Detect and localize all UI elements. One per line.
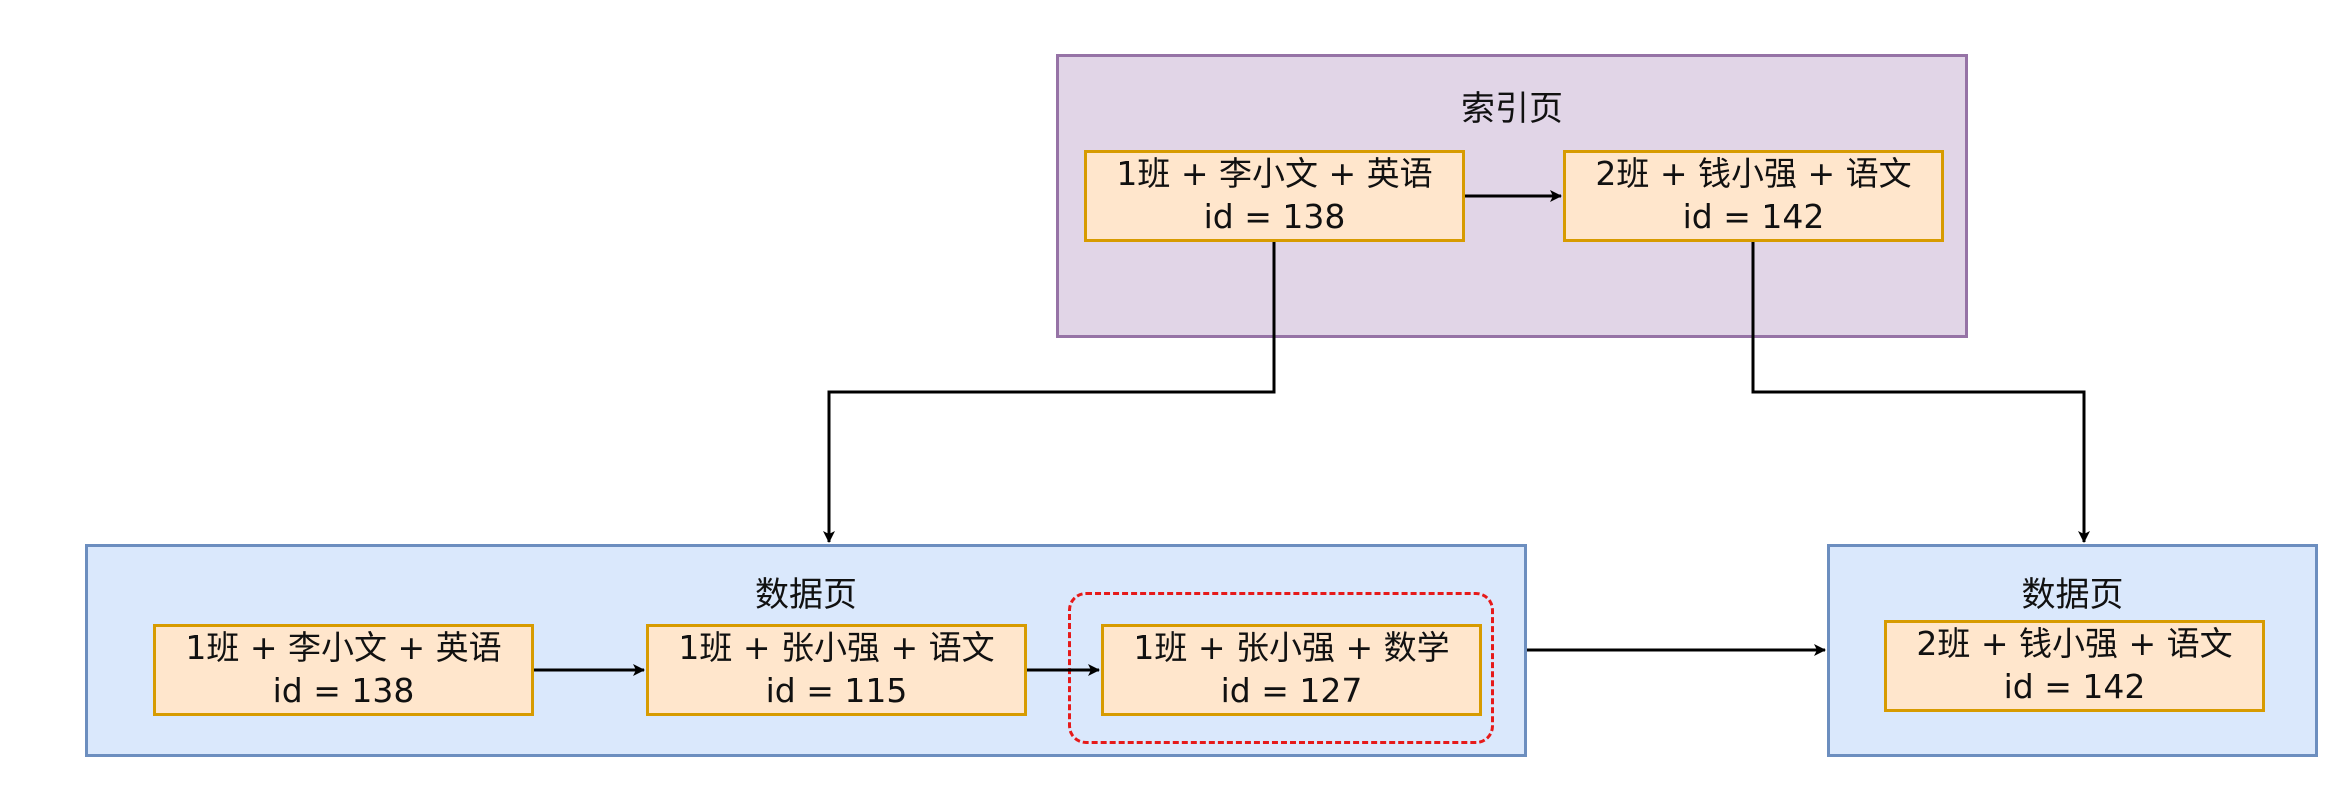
index-record-1: 1班 + 李小文 + 英语 id = 138 bbox=[1084, 150, 1465, 242]
data-record-3: 1班 + 张小强 + 数学 id = 127 bbox=[1101, 624, 1482, 716]
index-record-2: 2班 + 钱小强 + 语文 id = 142 bbox=[1563, 150, 1944, 242]
record-key: 1班 + 李小文 + 英语 bbox=[1116, 154, 1433, 194]
record-key: 1班 + 张小强 + 数学 bbox=[1133, 628, 1450, 668]
data-record-2: 1班 + 张小强 + 语文 id = 115 bbox=[646, 624, 1027, 716]
arrow-index-2-to-data-page-2 bbox=[1751, 242, 2090, 543]
data-page-2-title: 数据页 bbox=[2021, 575, 2124, 615]
record-id: id = 115 bbox=[765, 671, 908, 710]
data-page-1-title: 数据页 bbox=[755, 575, 857, 615]
data-record-4: 2班 + 钱小强 + 语文 id = 142 bbox=[1884, 620, 2265, 712]
record-id: id = 127 bbox=[1220, 671, 1363, 710]
record-key: 1班 + 张小强 + 语文 bbox=[678, 628, 995, 668]
record-id: id = 142 bbox=[1682, 197, 1825, 236]
index-page-title: 索引页 bbox=[1461, 89, 1563, 129]
record-id: id = 138 bbox=[1203, 197, 1346, 236]
arrow-index-1-to-data-page-1 bbox=[823, 242, 1276, 543]
record-key: 1班 + 李小文 + 英语 bbox=[185, 628, 502, 668]
record-id: id = 138 bbox=[272, 671, 415, 710]
record-id: id = 142 bbox=[2003, 667, 2146, 706]
record-key: 2班 + 钱小强 + 语文 bbox=[1595, 154, 1912, 194]
data-record-1: 1班 + 李小文 + 英语 id = 138 bbox=[153, 624, 534, 716]
record-key: 2班 + 钱小强 + 语文 bbox=[1916, 624, 2233, 664]
highlighted-record-outline bbox=[1068, 592, 1494, 744]
